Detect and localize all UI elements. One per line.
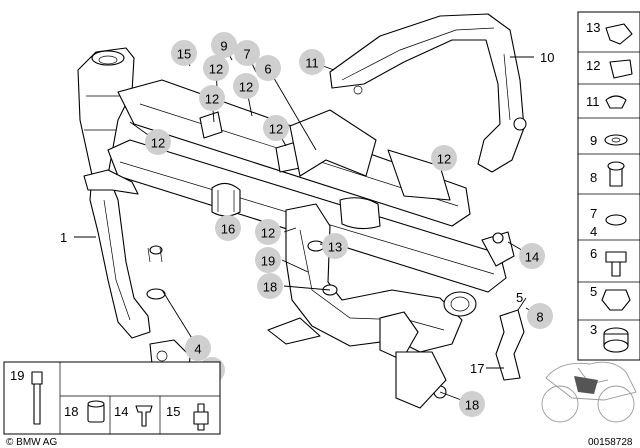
motorcycle-thumbnail bbox=[541, 361, 637, 423]
callout-circle bbox=[299, 49, 325, 75]
sidebar-label-11: 11 bbox=[586, 94, 600, 109]
callout-circle bbox=[255, 219, 281, 245]
callout-circle bbox=[255, 247, 281, 273]
callout-circle bbox=[527, 303, 553, 329]
copyright-text: © BMW AG bbox=[6, 437, 57, 448]
callout-number: 12 bbox=[437, 152, 451, 167]
callout-18: 18 bbox=[459, 391, 485, 417]
callout-circle bbox=[255, 55, 281, 81]
bracket-17 bbox=[495, 309, 525, 381]
label-5: 5 bbox=[516, 290, 523, 305]
callout-number: 18 bbox=[263, 280, 277, 295]
callout-circle bbox=[203, 55, 229, 81]
bottom-label-19: 19 bbox=[10, 368, 24, 383]
frame-clamp-16 bbox=[211, 182, 241, 217]
callout-circle bbox=[171, 40, 197, 66]
callout-circle bbox=[199, 85, 225, 111]
callout-18: 18 bbox=[257, 273, 283, 299]
callout-13: 13 bbox=[322, 233, 348, 259]
callouts: 159712612121112121216121314191843188 bbox=[145, 32, 553, 417]
callout-circle bbox=[145, 129, 171, 155]
callout-number: 12 bbox=[205, 92, 219, 107]
label-17: 17 bbox=[470, 361, 484, 376]
callout-number: 12 bbox=[151, 136, 165, 151]
callout-number: 12 bbox=[209, 62, 223, 77]
sidebar-label-12: 12 bbox=[586, 58, 600, 73]
bottom-label-18: 18 bbox=[64, 404, 78, 419]
callout-circle bbox=[431, 145, 457, 171]
callout-14: 14 bbox=[519, 243, 545, 269]
callout-16: 16 bbox=[215, 215, 241, 241]
front-down-tube bbox=[89, 174, 151, 339]
callout-circle bbox=[263, 115, 289, 141]
callout-number: 8 bbox=[536, 310, 543, 325]
callout-19: 19 bbox=[255, 247, 281, 273]
rear-subframe-10 bbox=[329, 13, 527, 173]
sidebar-label-4: 4 bbox=[590, 224, 597, 239]
callout-12: 12 bbox=[431, 145, 457, 171]
sidebar-label-3: 3 bbox=[590, 322, 597, 337]
callout-9: 9 bbox=[211, 32, 237, 58]
callout-number: 15 bbox=[177, 47, 191, 62]
sidebar-label-8: 8 bbox=[590, 170, 597, 185]
callout-12: 12 bbox=[263, 115, 289, 141]
callout-circle bbox=[233, 73, 259, 99]
callout-6: 6 bbox=[255, 55, 281, 81]
callout-4: 4 bbox=[185, 335, 211, 361]
callout-number: 13 bbox=[328, 240, 342, 255]
callout-circle bbox=[215, 215, 241, 241]
callout-number: 12 bbox=[239, 80, 253, 95]
callout-number: 19 bbox=[261, 254, 275, 269]
bottom-parts-panel: 19 18 14 15 bbox=[3, 361, 221, 435]
sidebar-panel: 13 12 11 9 8 7 4 6 5 3 bbox=[577, 11, 640, 361]
callout-circle bbox=[257, 273, 283, 299]
callout-circle bbox=[322, 233, 348, 259]
callout-circle bbox=[185, 335, 211, 361]
footer: © BMW AG 00158728 bbox=[6, 437, 633, 448]
bottom-label-15: 15 bbox=[166, 404, 180, 419]
callout-number: 7 bbox=[243, 47, 250, 62]
callout-number: 18 bbox=[465, 398, 479, 413]
bottom-label-14: 14 bbox=[114, 404, 128, 419]
sidebar-label-5: 5 bbox=[590, 284, 597, 299]
cross-tube bbox=[83, 169, 139, 195]
callout-12: 12 bbox=[233, 73, 259, 99]
callout-circle bbox=[234, 40, 260, 66]
sidebar-label-13: 13 bbox=[586, 20, 600, 35]
steering-head-top bbox=[91, 50, 125, 66]
frame-drawing bbox=[77, 47, 525, 409]
callout-number: 12 bbox=[269, 122, 283, 137]
callout-8: 8 bbox=[527, 303, 553, 329]
sidebar-label-9: 9 bbox=[590, 133, 597, 148]
callout-12: 12 bbox=[145, 129, 171, 155]
callout-number: 14 bbox=[525, 250, 539, 265]
callout-7: 7 bbox=[234, 40, 260, 66]
callout-circle bbox=[519, 243, 545, 269]
callout-number: 9 bbox=[220, 39, 227, 54]
callout-number: 11 bbox=[305, 56, 319, 71]
callout-number: 12 bbox=[261, 226, 275, 241]
sidebar-label-6: 6 bbox=[590, 246, 597, 261]
callout-number: 16 bbox=[221, 222, 235, 237]
sidebar-label-7: 7 bbox=[590, 206, 597, 221]
label-1: 1 bbox=[60, 230, 67, 245]
label-10: 10 bbox=[540, 50, 554, 65]
callout-15: 15 bbox=[171, 40, 197, 66]
callout-number: 4 bbox=[194, 342, 201, 357]
callout-12: 12 bbox=[255, 219, 281, 245]
callout-12: 12 bbox=[203, 55, 229, 81]
callout-number: 6 bbox=[264, 62, 271, 77]
callout-11: 11 bbox=[299, 49, 325, 75]
callout-circle bbox=[211, 32, 237, 58]
callout-12: 12 bbox=[199, 85, 225, 111]
callout-circle bbox=[459, 391, 485, 417]
center-cross-member bbox=[289, 109, 377, 177]
diagram-id: 00158728 bbox=[588, 437, 633, 448]
